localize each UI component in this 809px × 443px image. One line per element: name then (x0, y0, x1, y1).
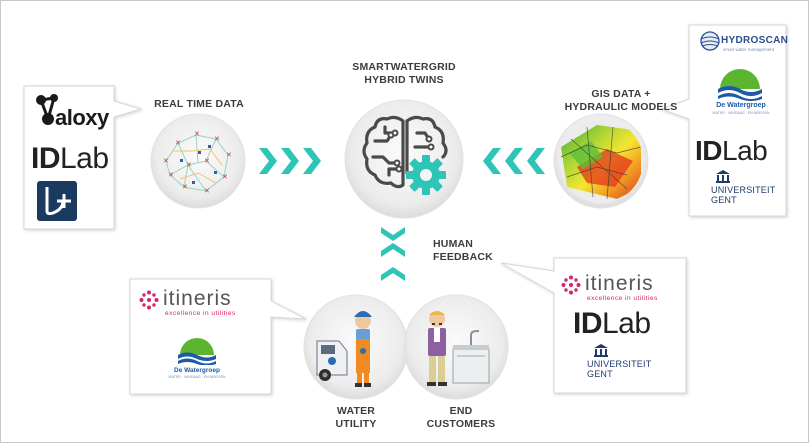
svg-text:✕: ✕ (194, 130, 200, 138)
end-customers-caption-line1: END (449, 405, 473, 417)
idlab-logo-right: IDLab (695, 135, 768, 166)
itineris-tagline-left: excellence in utilities (165, 310, 236, 317)
svg-text:✕: ✕ (186, 161, 192, 169)
idlab-logo-bottom-rest: Lab (602, 307, 651, 340)
water-utility-caption: WATER UTILITY (326, 405, 386, 431)
svg-text:✕: ✕ (226, 151, 232, 159)
itineris-tagline-right: excellence in utilities (587, 295, 658, 302)
smartwatergrid-caption: SMARTWATERGRID HYBRID TWINS (339, 61, 469, 87)
sensor-network-illustration: ✕ ✕ ✕ ✕ ✕ ✕ ✕ ✕ ✕ ✕ ✕ (163, 130, 232, 195)
human-feedback-caption-line2: FEEDBACK (433, 251, 493, 263)
ugent-building-bottom-icon (594, 344, 608, 357)
svg-text:✕: ✕ (204, 157, 210, 165)
universiteit-right: UNIVERSITEIT (711, 185, 776, 195)
svg-text:✕: ✕ (214, 135, 220, 143)
gis-caption-line1: GIS DATA + (591, 88, 651, 100)
end-customers-caption-line2: CUSTOMERS (426, 418, 496, 430)
brain-gear-icon (362, 115, 448, 195)
svg-text:✕: ✕ (175, 139, 181, 147)
gis-caption-line2: HYDRAULIC MODELS (564, 101, 678, 113)
idlab-logo-left-rest: Lab (60, 142, 109, 175)
de-watergroep-left-icon (178, 338, 216, 365)
end-customers-illustration (427, 311, 490, 386)
gent-bottom: GENT (587, 369, 613, 379)
water-utility-caption-line1: WATER (336, 405, 376, 417)
idlab-logo-bottom: IDLab (573, 307, 651, 340)
human-feedback-caption-line1: HUMAN (433, 238, 474, 250)
water-utility-illustration (316, 311, 372, 387)
real-time-data-caption: REAL TIME DATA (154, 98, 244, 110)
de-watergroep-left-tagline: WATER · VANDAAG · EN MORGEN (168, 375, 226, 379)
itineris-mark-left-icon (139, 290, 159, 310)
de-watergroep-right-logo: De Watergroep (716, 102, 766, 109)
svg-text:✕: ✕ (222, 173, 228, 181)
svg-text:✕: ✕ (204, 187, 210, 195)
bplus-logo-icon (37, 181, 77, 221)
chevrons-right-icon (259, 148, 321, 174)
bottom-left-callout-box (129, 278, 307, 395)
gent-right: GENT (711, 195, 737, 205)
svg-text:✕: ✕ (163, 157, 169, 165)
de-watergroep-left-logo: De Watergroep (174, 367, 220, 374)
de-watergroep-right-tagline: WATER · VANDAAG · EN MORGEN (712, 111, 770, 115)
svg-text:✕: ✕ (168, 171, 174, 179)
smartwatergrid-caption-line2: HYBRID TWINS (364, 74, 444, 86)
chevrons-updown-icon (381, 227, 405, 281)
gis-caption: GIS DATA + HYDRAULIC MODELS (561, 88, 681, 114)
water-utility-caption-line2: UTILITY (335, 418, 377, 430)
smartwatergrid-caption-line1: SMARTWATERGRID (352, 61, 456, 73)
ugent-building-right-icon (716, 170, 730, 183)
aloxy-logo: aloxy (55, 105, 109, 130)
de-watergroep-right-icon (718, 69, 762, 101)
hydroscan-logo: HYDROSCAN (721, 35, 789, 46)
itineris-logo-right: itineris (585, 272, 654, 295)
svg-text:✕: ✕ (182, 183, 188, 191)
idlab-logo-left: IDLab (31, 142, 109, 175)
itineris-logo-left: itineris (163, 287, 232, 310)
aloxy-mark-icon (36, 94, 58, 125)
end-customers-caption: END CUSTOMERS (421, 405, 501, 431)
hydroscan-tagline: smart water management (723, 47, 775, 52)
universiteit-gent-right-logo: UNIVERSITEIT GENT (711, 185, 775, 205)
right-callout-box (659, 24, 787, 217)
itineris-mark-right-icon (561, 275, 581, 295)
idlab-logo-right-rest: Lab (722, 135, 768, 166)
bottom-right-callout-box (500, 257, 687, 394)
universiteit-bottom: UNIVERSITEIT (587, 359, 652, 369)
gis-heatmap-illustration (559, 119, 643, 203)
human-feedback-caption: HUMAN FEEDBACK (433, 238, 497, 264)
chevrons-left-icon (483, 148, 545, 174)
universiteit-gent-bottom-logo: UNIVERSITEIT GENT (587, 359, 651, 379)
hydroscan-globe-icon (700, 31, 720, 51)
